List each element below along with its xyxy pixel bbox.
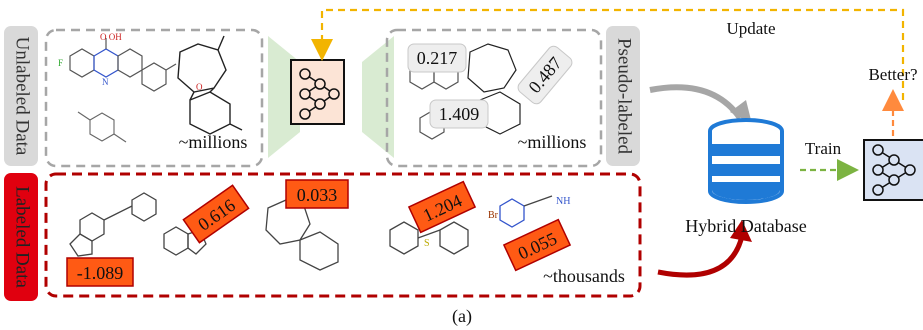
- funnel-right: [362, 36, 394, 158]
- labeled-value-tag-4: 1.204: [407, 180, 477, 234]
- neural-network-icon: [299, 68, 340, 120]
- labeled-data-box: Br NH S -1.089 0.616 0.033 1.204 0.055 ~…: [44, 172, 642, 298]
- hybrid-database-label: Hybrid Database: [685, 216, 806, 236]
- labeled-value-3: 0.033: [297, 185, 338, 205]
- molecule-structure-3: [77, 111, 127, 143]
- labeled-data-tag: Labeled Data: [4, 173, 38, 301]
- labeled-value-1: -1.089: [77, 263, 124, 283]
- molecule-atom-o: O: [196, 82, 203, 92]
- unlabeled-data-label: Unlabeled Data: [12, 37, 33, 156]
- labeled-value-tag-5: 0.055: [502, 218, 572, 272]
- caption: (a): [452, 306, 472, 327]
- molecule-atom-oh: O OH: [100, 32, 122, 42]
- pseudo-to-database-arrow: [649, 84, 743, 120]
- update-label: Update: [726, 19, 775, 38]
- better-label: Better?: [868, 65, 917, 84]
- labeled-atom-nh: NH: [556, 196, 570, 207]
- unlabeled-data-tag: Unlabeled Data: [4, 26, 38, 166]
- pseudo-labeled-box: 0.217 0.487 1.409 ~millions: [385, 28, 603, 168]
- model-box: [290, 59, 345, 125]
- labeled-to-database-arrowhead: [730, 220, 752, 242]
- update-arrow: [311, 8, 905, 100]
- labeled-value-tag-1: -1.089: [66, 257, 134, 287]
- train-label: Train: [805, 139, 842, 158]
- pseudo-labeled-label: Pseudo-labeled: [614, 38, 635, 155]
- pseudo-value-tag-3: 1.409: [429, 99, 489, 129]
- thousands-label: ~thousands: [543, 266, 625, 286]
- labeled-atom-br: Br: [488, 210, 499, 221]
- molecule-atom-f: F: [58, 58, 63, 68]
- pseudo-value-1: 0.217: [417, 48, 458, 68]
- labeled-value-tag-2: 0.616: [182, 184, 250, 244]
- labeled-value-tag-3: 0.033: [285, 179, 349, 209]
- millions-right-label: ~millions: [518, 132, 587, 152]
- labeled-to-database-arrow: [657, 235, 745, 278]
- unlabeled-data-box: O OH F N O ~millions: [44, 28, 264, 168]
- pseudo-to-database-arrowhead: [730, 100, 752, 124]
- pseudo-value-tag-1: 0.217: [407, 43, 467, 73]
- molecule-structure-2: [177, 35, 243, 135]
- pseudo-value-tag-2: 0.487: [517, 45, 573, 105]
- labeled-data-label: Labeled Data: [12, 186, 33, 288]
- trained-neural-network-icon: [872, 144, 916, 196]
- molecule-atom-n: N: [102, 77, 109, 87]
- pseudo-labeled-tag: Pseudo-labeled: [606, 26, 640, 166]
- millions-left-label: ~millions: [179, 132, 248, 152]
- molecule-structure-1: [69, 38, 177, 92]
- trained-model-box: [863, 139, 923, 201]
- labeled-atom-s: S: [424, 238, 430, 249]
- database-icon: [708, 118, 784, 204]
- pseudo-value-3: 1.409: [439, 104, 480, 124]
